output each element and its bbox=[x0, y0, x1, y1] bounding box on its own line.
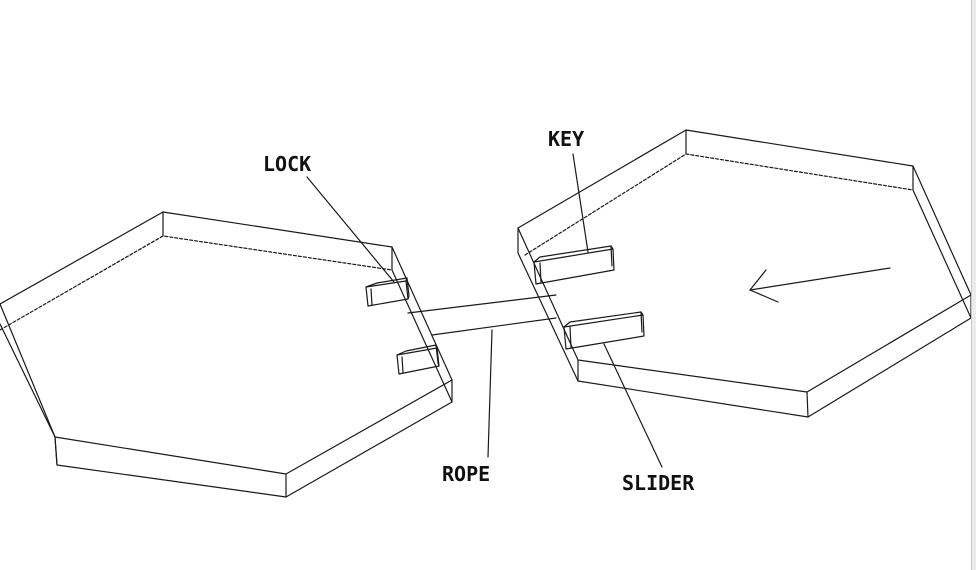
right-hexagon-plate bbox=[517, 129, 972, 418]
slider-label: SLIDER bbox=[622, 471, 695, 495]
arrow-icon bbox=[749, 267, 891, 303]
slider-leader bbox=[603, 343, 663, 468]
slider-bar bbox=[563, 311, 645, 350]
lock-leader bbox=[306, 176, 395, 283]
lock-block-lower bbox=[396, 344, 440, 375]
rope-leader bbox=[487, 329, 493, 458]
lock-label: LOCK bbox=[263, 152, 312, 176]
key-leader bbox=[572, 153, 589, 253]
key-label: KEY bbox=[548, 127, 585, 151]
leader-lines bbox=[306, 153, 663, 468]
left-hexagon-plate bbox=[0, 211, 453, 498]
window-scrollbar-edge bbox=[971, 0, 976, 570]
key-bar bbox=[533, 245, 615, 285]
rope-label: ROPE bbox=[442, 462, 491, 486]
rope bbox=[407, 294, 557, 336]
